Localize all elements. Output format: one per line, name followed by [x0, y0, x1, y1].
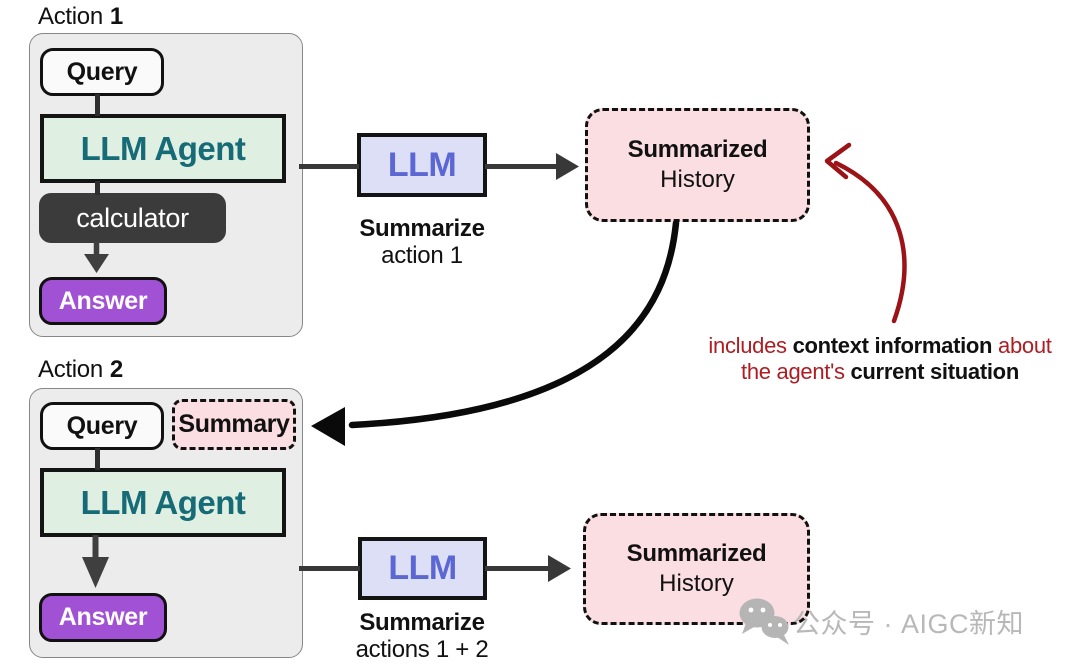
action1-calculator-node: calculator [39, 193, 226, 243]
flow1-caption-bold: Summarize [359, 215, 485, 242]
flow2-result-bold: Summarized [626, 540, 767, 567]
action2-llm-agent-node: LLM Agent [40, 468, 286, 537]
flow2-result-detail: History [659, 570, 734, 597]
flow1-caption-detail: action 1 [381, 242, 463, 269]
action2-answer-node: Answer [39, 593, 167, 642]
annotation-arrow-curve [833, 160, 907, 324]
action1-label-word: Action [38, 3, 103, 30]
history-to-summary-arrowhead [311, 407, 345, 446]
annotation-seg3: about [992, 333, 1052, 358]
action1-label-number: 1 [109, 3, 123, 30]
flow2-llm-label: LLM [388, 549, 457, 587]
flow1-result-bold: Summarized [627, 136, 768, 163]
action1-answer-label: Answer [58, 286, 148, 315]
action2-query-node: Query [40, 402, 164, 450]
action2-answer-label: Answer [58, 603, 148, 631]
watermark-label: 公众号 · AIGC新知 [793, 609, 1025, 639]
flow1-llm-node: LLM [357, 133, 487, 197]
annotation-seg4: the agent's [741, 359, 851, 384]
action1-query-label: Query [66, 57, 138, 86]
annotation-seg1: includes [708, 333, 793, 358]
watermark-text: 公众号 · AIGC新知 [793, 602, 1024, 641]
flow2-caption-bold: Summarize [359, 609, 485, 636]
action1-tool-label: calculator [76, 202, 189, 233]
flow1-llm-label: LLM [387, 145, 457, 184]
action1-answer-node: Answer [39, 277, 167, 325]
annotation-arrowhead [824, 142, 852, 180]
annotation-seg2: context information [792, 333, 993, 358]
action1-llm-agent-node: LLM Agent [40, 114, 286, 183]
action2-summary-label: Summary [178, 410, 290, 438]
action2-summary-node: Summary [172, 399, 296, 450]
flow2-llm-node: LLM [358, 537, 487, 600]
action1-query-node: Query [40, 48, 164, 96]
action1-agent-label: LLM Agent [80, 129, 246, 167]
annotation-text: includes context information about the a… [660, 333, 1080, 385]
llm1-history-arrowhead [556, 153, 579, 180]
flow1-result-detail: History [660, 166, 735, 193]
annotation-seg5: current situation [850, 359, 1019, 384]
action2-label-number: 2 [109, 356, 123, 383]
llm2-history-arrowhead [548, 555, 571, 582]
flow2-caption-detail: actions 1 + 2 [355, 636, 489, 663]
action2-label-word: Action [38, 356, 103, 383]
action2-agent-label: LLM Agent [80, 483, 246, 521]
action2-query-label: Query [66, 411, 138, 440]
